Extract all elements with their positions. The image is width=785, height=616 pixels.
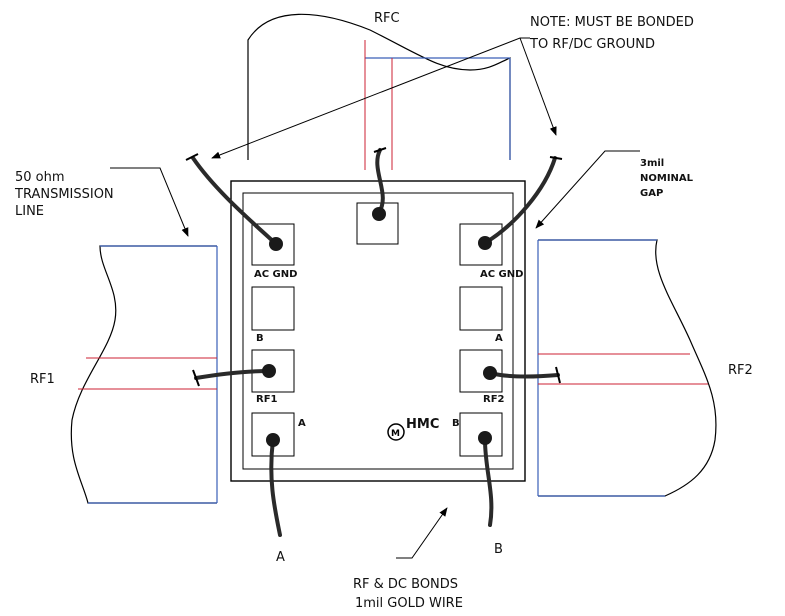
gap-line-3: GAP [640, 188, 663, 199]
note-line-1: NOTE: MUST BE BONDED [530, 15, 694, 30]
label-wire-a: A [276, 550, 285, 565]
pad-b-left [251, 286, 295, 331]
rf2-substrate [537, 239, 717, 497]
pad-label-a-right: A [495, 333, 503, 344]
label-wire-b: B [494, 542, 503, 557]
wire-a [269, 438, 282, 537]
wire-acgnd-right [483, 156, 557, 245]
tline-line-2: TRANSMISSION [14, 187, 114, 202]
label-rf1: RF1 [30, 372, 55, 387]
leader-lines [110, 37, 640, 559]
pad-label-acgnd-left: AC GND [254, 269, 297, 280]
bonds-line-2: 1mil GOLD WIRE [355, 596, 463, 611]
label-rf2: RF2 [728, 363, 753, 378]
gap-line-2: NOMINAL [640, 173, 694, 184]
logo-text: HMC [406, 417, 439, 432]
pad-label-acgnd-right: AC GND [480, 269, 523, 280]
tline-line-1: 50 ohm [15, 170, 65, 185]
label-rfc: RFC [374, 11, 400, 26]
pad-a-right [459, 286, 503, 331]
note-line-2: TO RF/DC GROUND [529, 37, 655, 52]
pad-label-rf1: RF1 [256, 394, 278, 405]
pad-label-b-left: B [256, 333, 264, 344]
bond-dots [262, 207, 497, 447]
pad-label-b-bottom: B [452, 418, 460, 429]
pad-label-rf2: RF2 [483, 394, 505, 405]
hmc-logo: M HMC [387, 417, 439, 441]
wire-acgnd-left [191, 156, 278, 246]
rfc-substrate [247, 13, 511, 170]
pad-label-a-bottom: A [298, 418, 306, 429]
tline-line-3: LINE [15, 204, 44, 219]
pads [251, 202, 503, 457]
wire-b [483, 438, 494, 527]
gap-line-1: 3mil [640, 158, 664, 169]
wire-end-caps [185, 147, 563, 387]
svg-text:M: M [391, 429, 400, 439]
bonds-line-1: RF & DC BONDS [353, 577, 458, 592]
